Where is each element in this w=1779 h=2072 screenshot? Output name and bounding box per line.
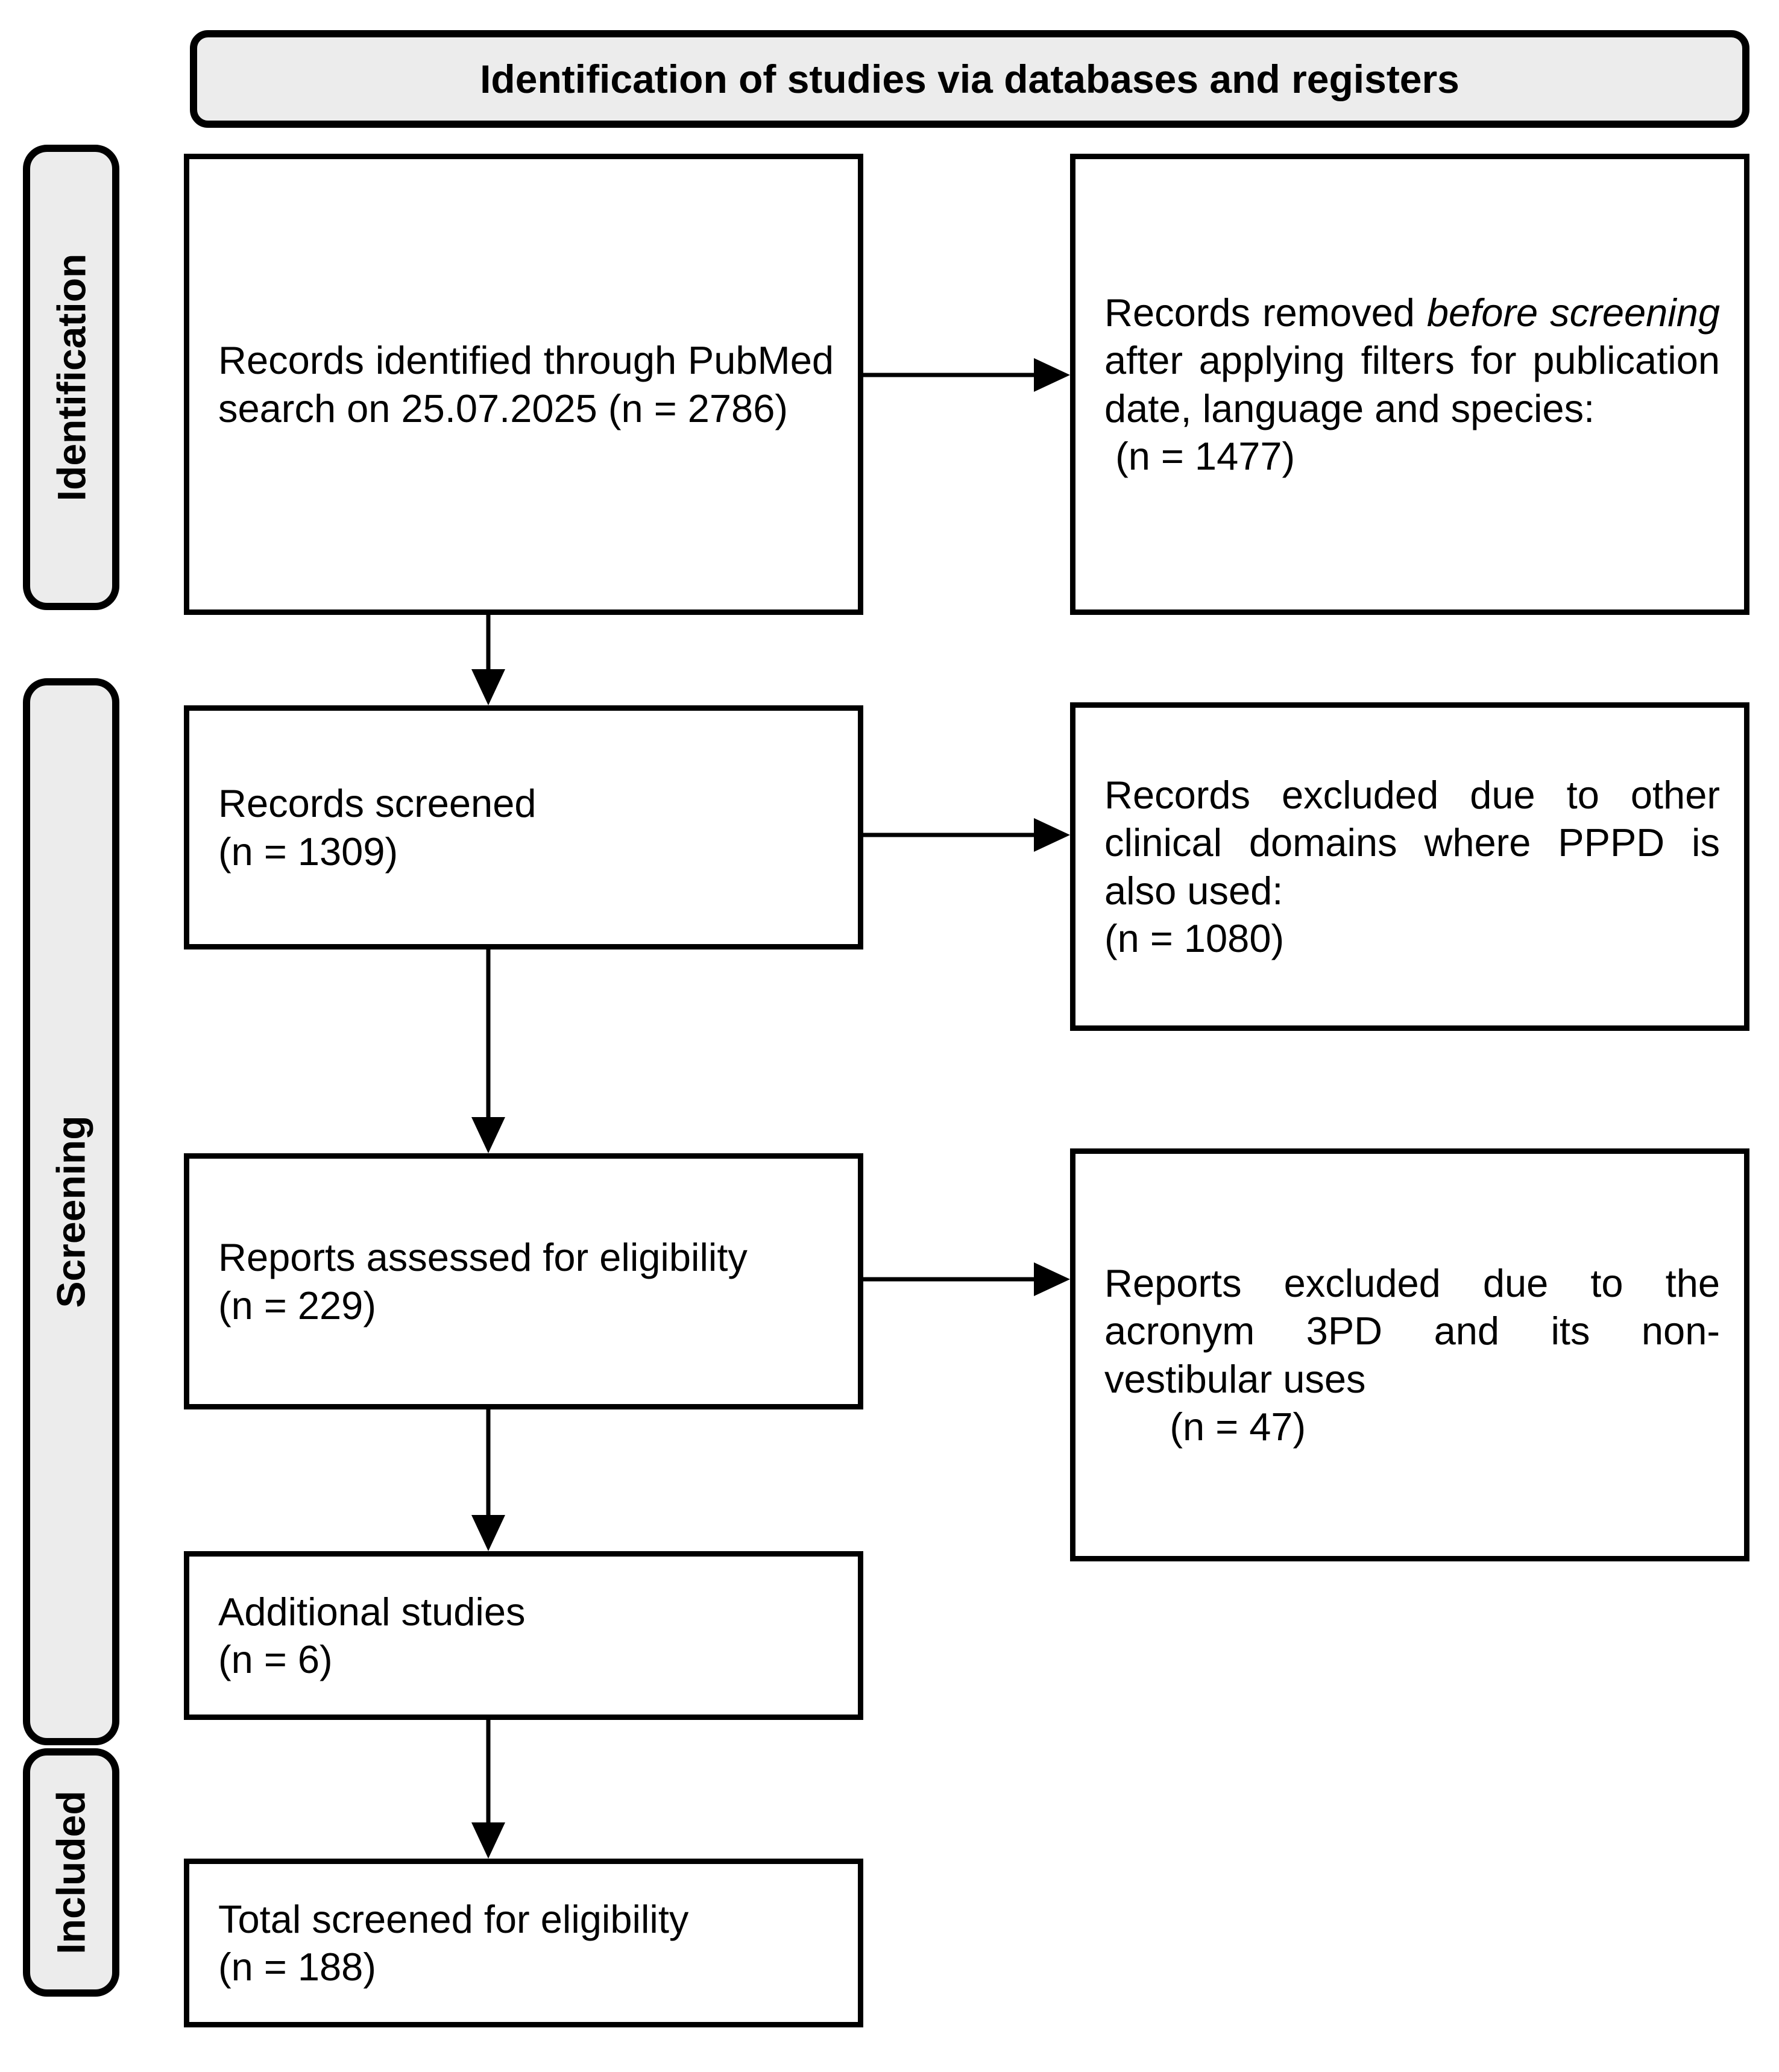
box-records-identified-text: Records identified through PubMed search…: [218, 338, 845, 430]
box-reports-assessed: Reports assessed for eligibility (n = 22…: [184, 1153, 863, 1409]
box-reports-excluded-acronym: Reports excluded due to the acronym 3PD …: [1070, 1148, 1749, 1561]
arrow-screened-to-excluded-icon: [863, 818, 1070, 852]
arrow-identified-to-removed-icon: [863, 358, 1070, 392]
stage-band-identification: Identification: [23, 145, 119, 610]
box-records-excluded-other-domains: Records excluded due to other clinical d…: [1070, 702, 1749, 1031]
box-records-screened: Records screened (n = 1309): [184, 705, 863, 949]
box-records-identified: Records identified through PubMed search…: [184, 154, 863, 615]
stage-band-included: Included: [23, 1748, 119, 1997]
arrow-assessed-to-additional-icon: [471, 1409, 505, 1551]
box-records-removed-before-screening: Records removed before screening after a…: [1070, 154, 1749, 615]
diagram-title-banner: Identification of studies via databases …: [190, 30, 1749, 128]
stage-label-identification: Identification: [49, 253, 94, 502]
box-records-excluded-text: Records excluded due to other clinical d…: [1104, 772, 1720, 960]
stage-label-included: Included: [49, 1790, 94, 1954]
box-total-screened: Total screened for eligibility (n = 188): [184, 1859, 863, 2027]
stage-label-screening: Screening: [49, 1115, 94, 1308]
arrow-identified-to-screened-icon: [471, 615, 505, 705]
box-total-screened-text: Total screened for eligibility (n = 188): [218, 1897, 689, 1989]
box-records-screened-text: Records screened (n = 1309): [218, 781, 537, 874]
box-reports-excluded-text: Reports excluded due to the acronym 3PD …: [1104, 1261, 1720, 1449]
stage-band-screening: Screening: [23, 678, 119, 1745]
box-additional-studies: Additional studies (n = 6): [184, 1551, 863, 1720]
arrow-screened-to-assessed-icon: [471, 949, 505, 1153]
arrow-assessed-to-excluded-icon: [863, 1262, 1070, 1296]
arrow-additional-to-total-icon: [471, 1720, 505, 1859]
box-reports-assessed-text: Reports assessed for eligibility (n = 22…: [218, 1235, 748, 1327]
box-records-removed-text: Records removed before screening after a…: [1104, 290, 1721, 478]
box-additional-studies-text: Additional studies (n = 6): [218, 1589, 526, 1681]
diagram-title: Identification of studies via databases …: [480, 57, 1459, 101]
